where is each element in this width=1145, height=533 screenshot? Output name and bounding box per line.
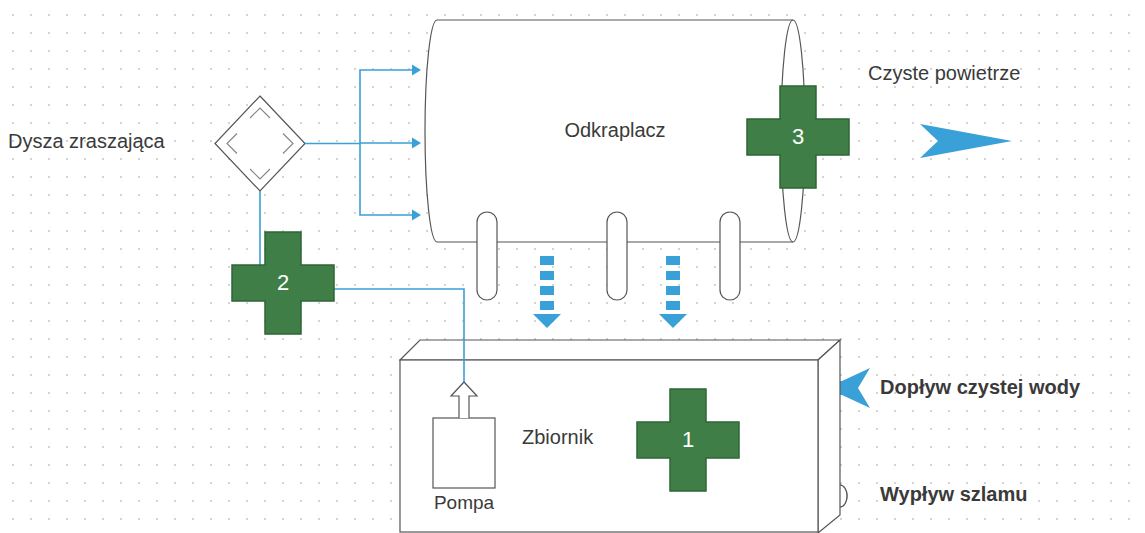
node-label: Zbiornik: [522, 426, 593, 449]
arrow-head: [412, 210, 421, 221]
callout-number: 3: [778, 124, 818, 150]
arrow-head: [659, 314, 687, 328]
pump-outlet: [451, 382, 477, 418]
tank-front: [400, 360, 818, 532]
air-arrow: [920, 124, 1012, 158]
pump-node: Pompa: [425, 380, 503, 515]
callout-number: 1: [668, 427, 708, 453]
nozzle-diamond: [215, 96, 305, 191]
drain-pipe: [720, 212, 740, 300]
cylinder-end: [781, 20, 793, 242]
separator-cylinder: [425, 20, 805, 242]
flow-label: Wypływ szlamu: [880, 483, 1027, 506]
pipe-connector: [533, 256, 561, 328]
flow-label: Dopływ czystej wody: [880, 376, 1080, 399]
callout-number: 2: [263, 270, 303, 296]
node-label: Dysza zraszająca: [8, 130, 165, 153]
pipe-connector: [305, 65, 421, 221]
arrow-head: [412, 65, 421, 76]
arrow-head: [412, 138, 421, 149]
node-label: Pompa: [425, 492, 503, 514]
tank-box: ZbiornikPompa: [400, 340, 840, 533]
tank-top: [400, 340, 840, 360]
nozzle-detail: [227, 108, 293, 179]
tank-side: [818, 340, 840, 533]
drain-pipe: [607, 212, 627, 300]
drain-pipe: [477, 212, 497, 300]
arrow-head: [533, 314, 561, 328]
flow-label: Czyste powietrze: [868, 62, 1020, 85]
pipe-connector: [659, 256, 687, 328]
pump-body: [433, 418, 495, 488]
callout-cross: [232, 232, 334, 334]
nozzle-node: Dysza zraszająca: [8, 96, 305, 191]
